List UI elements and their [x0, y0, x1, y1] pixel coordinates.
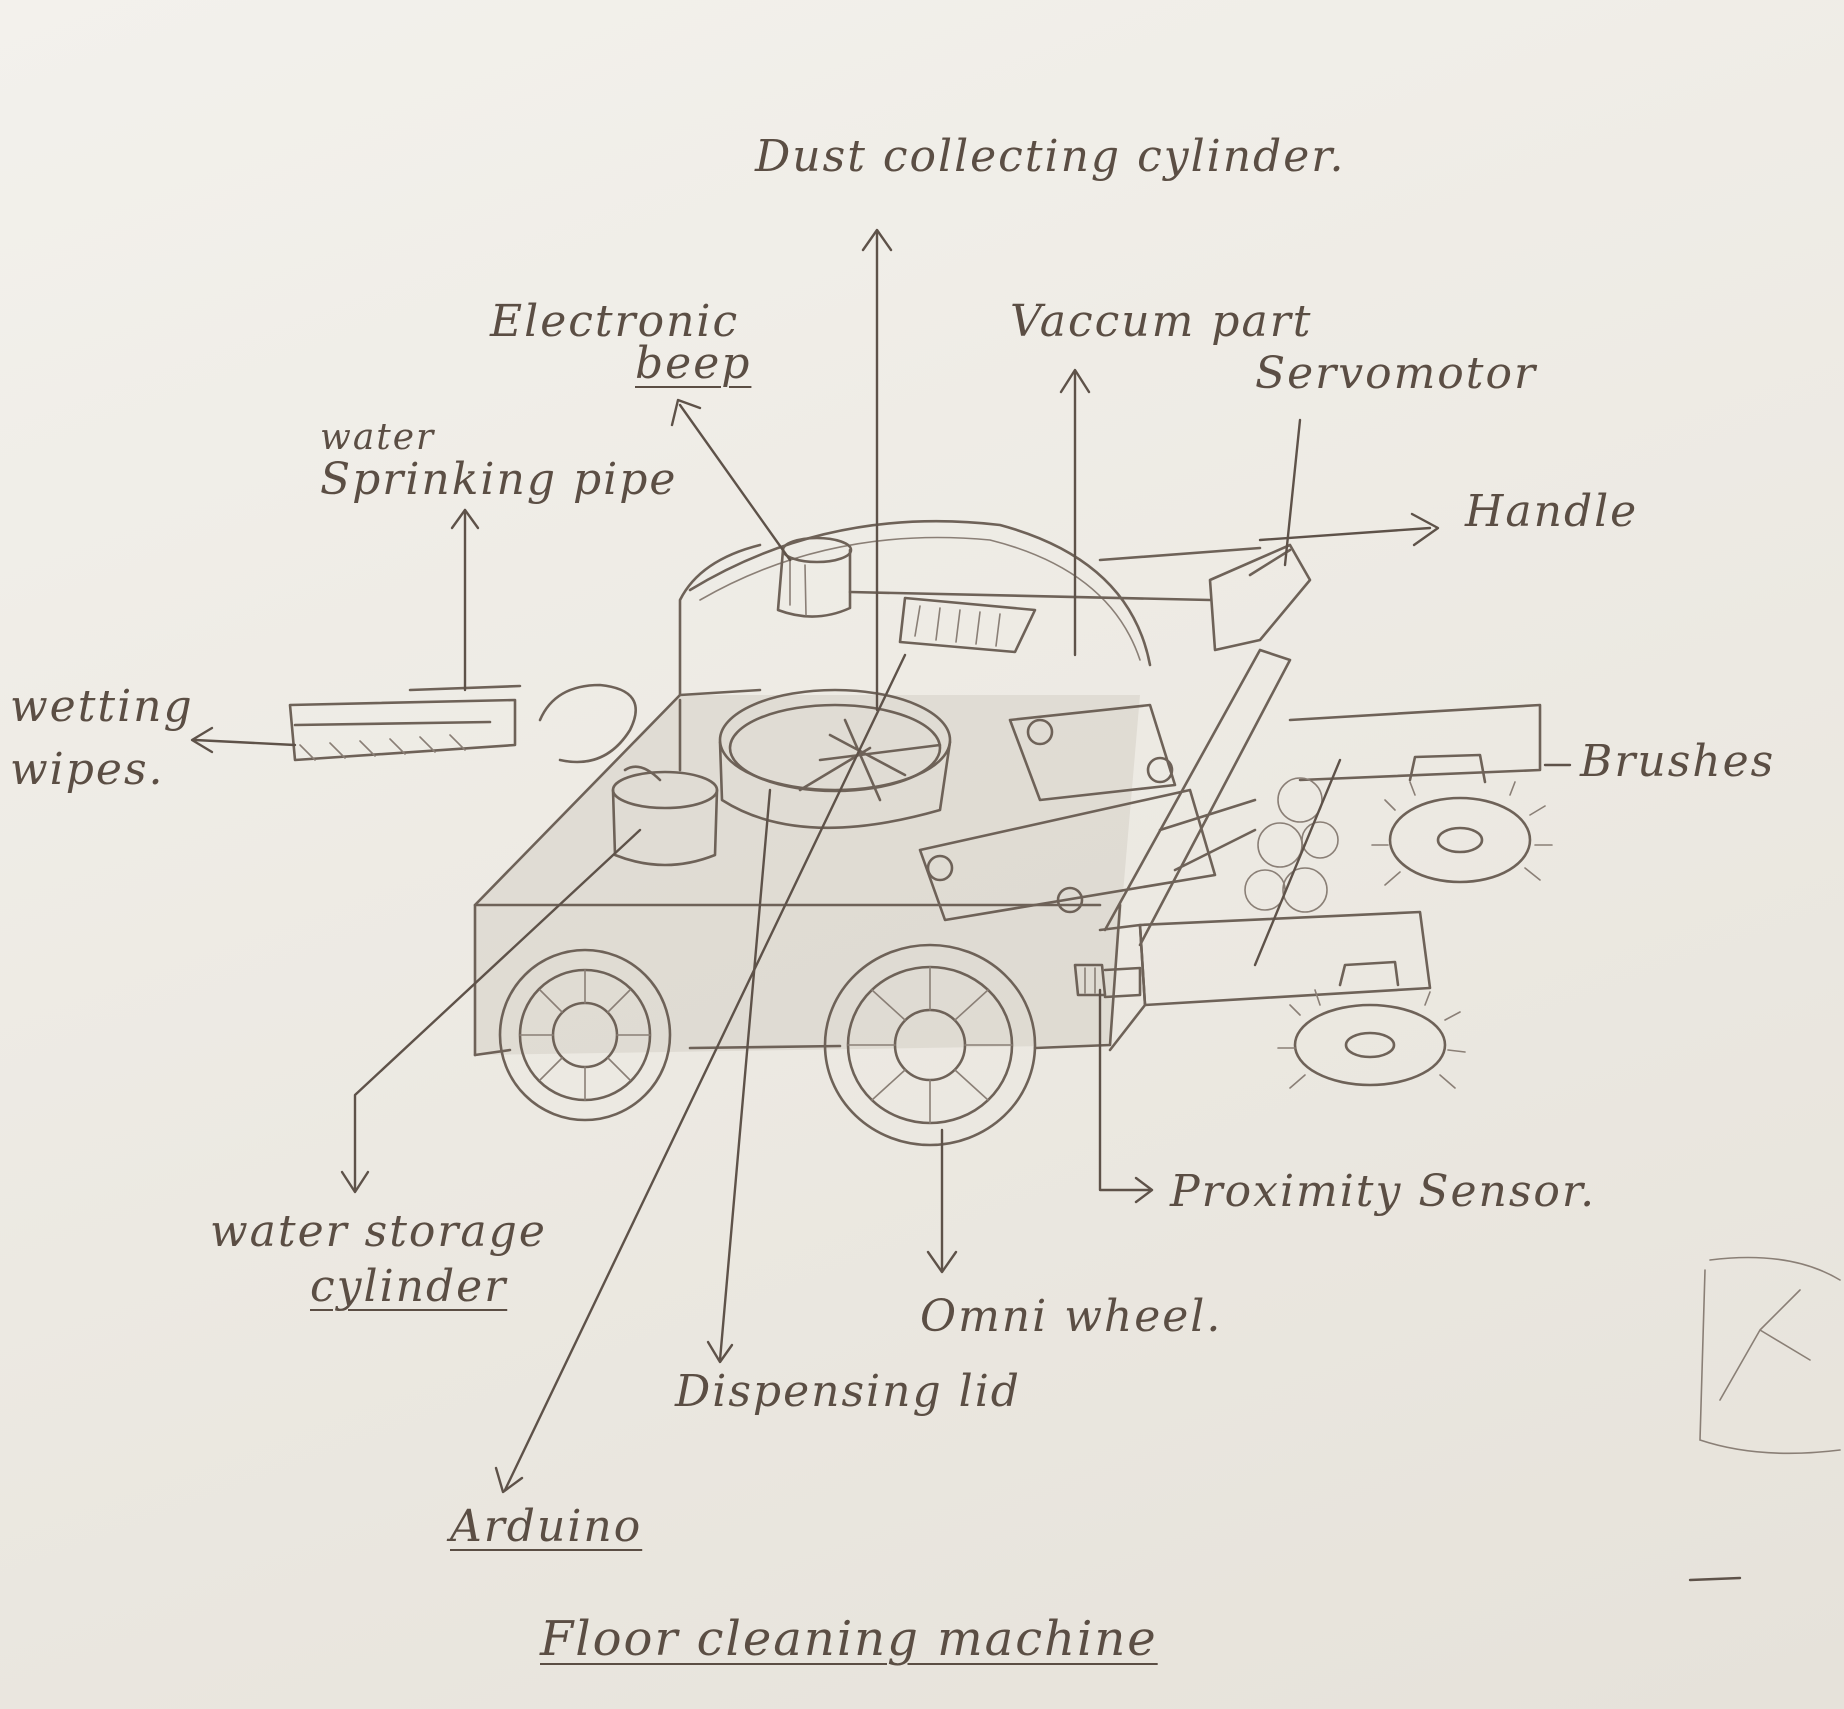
label-water-storage-cylinder-line2: cylinder — [310, 1265, 507, 1309]
label-servomotor: Servomotor — [1255, 352, 1537, 396]
label-brushes: Brushes — [1580, 740, 1775, 784]
label-water-sprinking-pipe-line2: Sprinking pipe — [320, 458, 677, 502]
label-wetting-wipes-line2: wipes. — [10, 748, 165, 792]
label-water-storage-cylinder-line1: water storage — [210, 1210, 547, 1254]
label-wetting-wipes-line1: wetting — [10, 685, 194, 729]
servomotor-box — [1210, 545, 1310, 650]
brush-right-upper — [1372, 782, 1552, 885]
label-electronic-beep-line2: beep — [635, 342, 751, 386]
label-dispensing-lid: Dispensing lid — [675, 1370, 1021, 1414]
handle-rail — [850, 548, 1260, 600]
beep-cylinder — [778, 538, 851, 617]
brush-right-lower — [1278, 990, 1465, 1088]
label-omni-wheel: Omni wheel. — [920, 1295, 1222, 1339]
label-vaccum-part: Vaccum part — [1010, 300, 1312, 344]
label-proximity-sensor: Proximity Sensor. — [1170, 1170, 1596, 1214]
faint-margin-sketch — [1690, 1258, 1840, 1581]
label-water-sprinking-pipe-line1: water — [320, 420, 435, 456]
label-dust-collecting-cylinder: Dust collecting cylinder. — [755, 135, 1345, 179]
diagram-title: Floor cleaning machine — [540, 1615, 1158, 1663]
arduino-board — [900, 598, 1035, 652]
wiper-bar — [290, 685, 636, 762]
label-handle: Handle — [1465, 490, 1638, 534]
label-arduino: Arduino — [450, 1505, 642, 1549]
